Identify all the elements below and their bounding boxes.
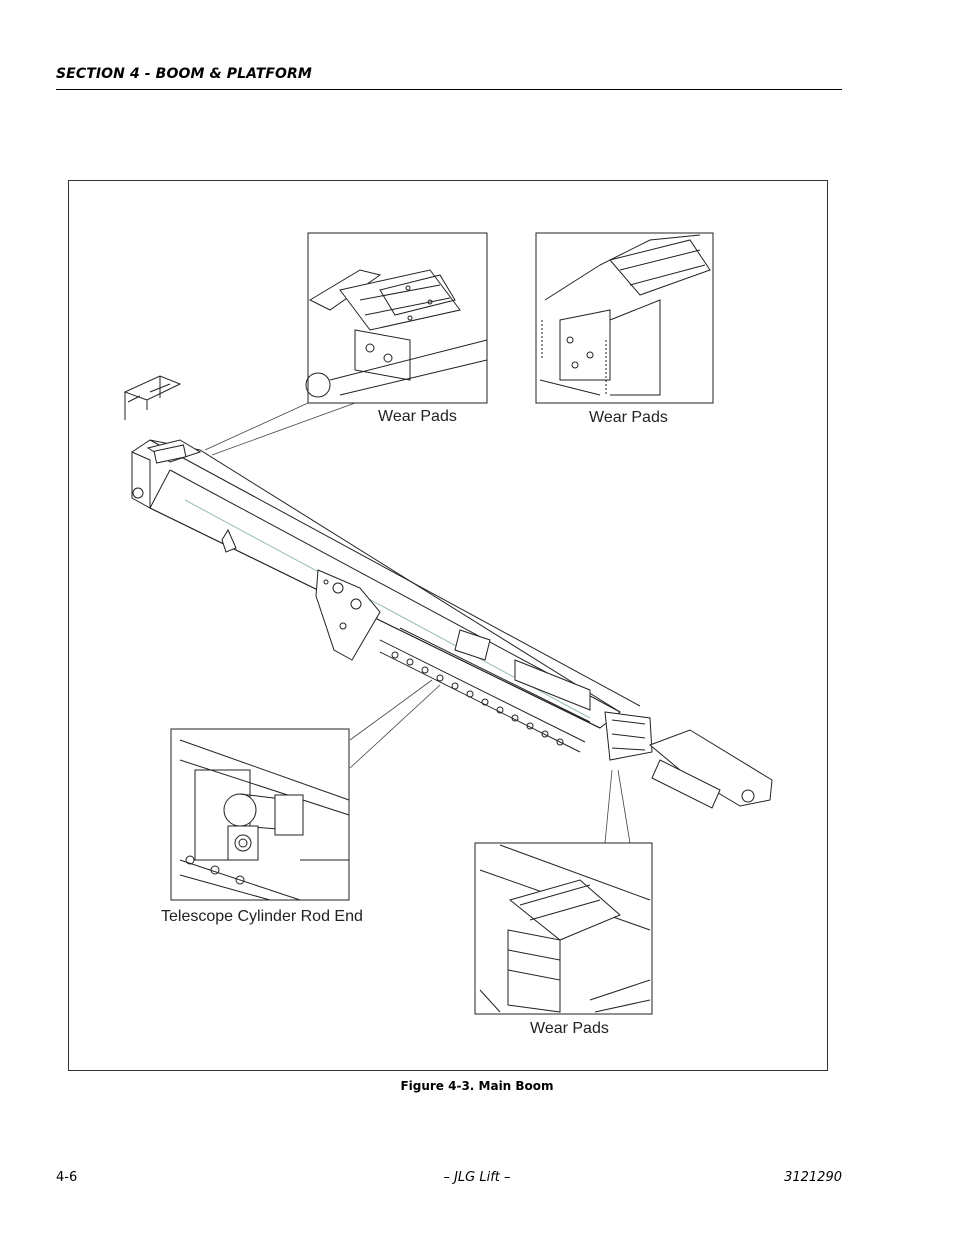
header-rule (56, 89, 842, 90)
figure-frame (68, 180, 828, 1071)
callout-telescope-cylinder-rod-end: Telescope Cylinder Rod End (161, 908, 363, 925)
detail-top-left (305, 232, 488, 404)
section-title: SECTION 4 - BOOM & PLATFORM (56, 66, 312, 82)
footer-publisher: – JLG Lift – (443, 1170, 511, 1185)
detail-bottom-left (170, 728, 350, 901)
callout-wear-pads-bottom-right: Wear Pads (530, 1020, 609, 1037)
document-number: 3121290 (784, 1170, 842, 1185)
bracket-part (123, 375, 182, 420)
callout-wear-pads-top-right: Wear Pads (589, 409, 668, 426)
page-number: 4-6 (56, 1170, 78, 1185)
leader-lines (204, 402, 631, 844)
chain-links (391, 651, 564, 746)
figure-caption: Figure 4-3. Main Boom (400, 1079, 554, 1093)
callout-wear-pads-top-left: Wear Pads (378, 408, 457, 425)
detail-bottom-right (474, 842, 653, 1015)
boom-body (131, 439, 773, 809)
detail-top-right (535, 232, 714, 404)
